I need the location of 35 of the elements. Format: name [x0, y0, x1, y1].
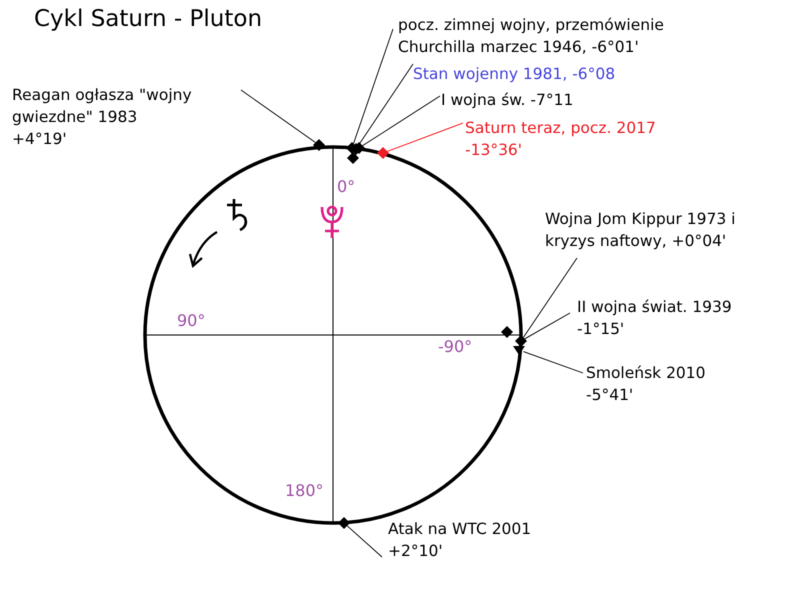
- leader-line: [353, 28, 394, 144]
- event-label: I wojna św. -7°11: [441, 90, 574, 111]
- degree-label: 180°: [285, 481, 324, 500]
- diamond-marker: [313, 139, 325, 151]
- leader-line: [386, 122, 464, 152]
- degree-label: 90°: [177, 311, 206, 330]
- leader-line: [522, 258, 578, 338]
- diamond-marker: [338, 517, 350, 529]
- event-label: Atak na WTC 2001: [388, 519, 532, 540]
- event-label: Wojna Jom Kippur 1973 i kryzys naftowy, +0°04': [545, 209, 736, 252]
- event-label: Reagan ogłasza "wojny gwiezdne" 1983: [12, 85, 193, 128]
- event-label: Saturn teraz, pocz. 2017: [465, 118, 656, 139]
- degree-label: 0°: [337, 177, 356, 196]
- leader-line: [362, 96, 440, 146]
- leader-line: [346, 525, 382, 558]
- leader-line: [240, 90, 316, 143]
- event-label: Stan wojenny 1981, -6°08: [413, 64, 616, 85]
- angle-value: +4°19': [12, 129, 67, 150]
- event-label: II wojna świat. 1939: [577, 297, 732, 318]
- angle-value: +2°10': [388, 541, 443, 562]
- diamond-marker: [347, 152, 359, 164]
- leader-line: [524, 312, 570, 340]
- angle-value: -5°41': [586, 385, 634, 406]
- angle-value: -1°15': [577, 319, 624, 340]
- diamond-marker: [377, 147, 389, 159]
- diamond-marker: [501, 326, 513, 338]
- leader-line: [358, 64, 414, 146]
- leader-line: [522, 351, 584, 374]
- degree-label: -90°: [438, 337, 472, 356]
- event-label: Smoleńsk 2010: [586, 363, 706, 384]
- event-label: pocz. zimnej wojny, przemówienie Churchilla marzec 1946, -6°01': [398, 15, 665, 58]
- triangle-marker: [513, 344, 525, 356]
- diagram-title: Cykl Saturn - Pluton: [34, 6, 262, 32]
- diamond-marker: [515, 335, 527, 347]
- angle-value: -13°36': [465, 140, 522, 161]
